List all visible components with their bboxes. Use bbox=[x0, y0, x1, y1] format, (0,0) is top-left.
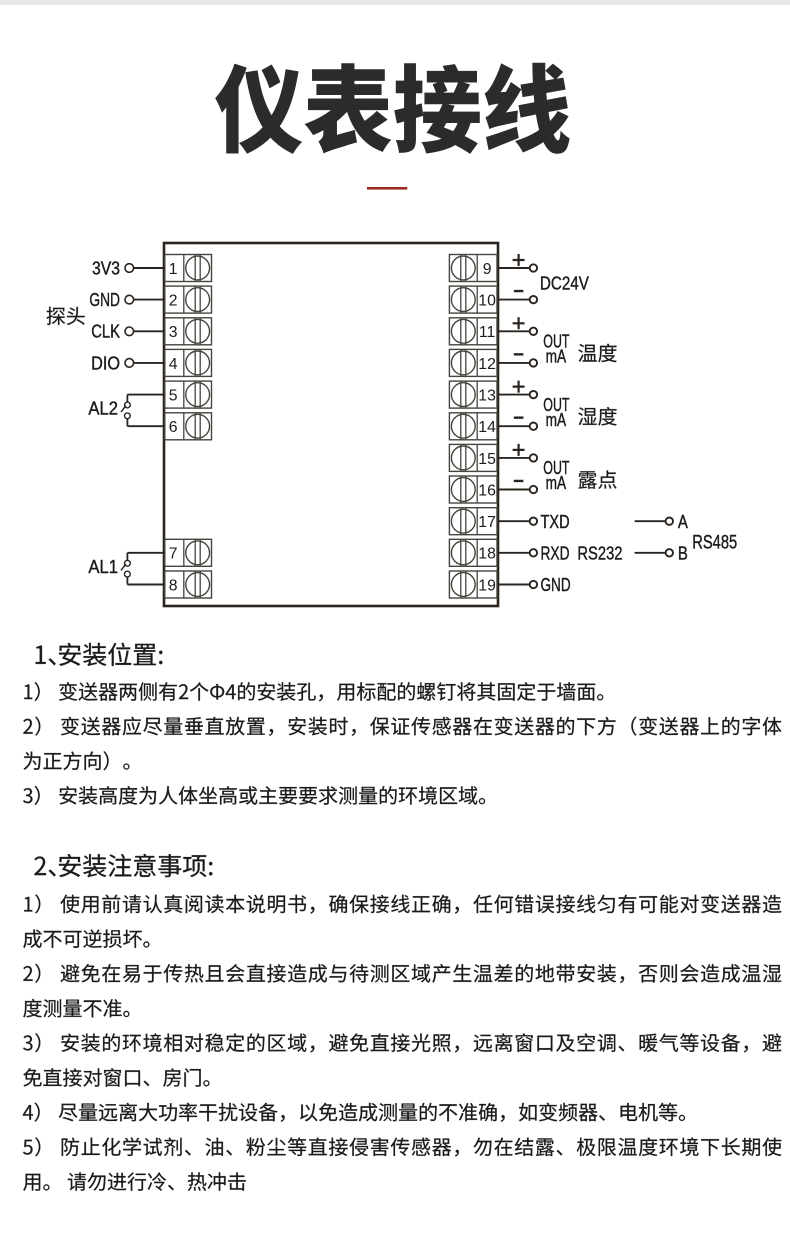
svg-text:16: 16 bbox=[478, 482, 496, 499]
svg-text:15: 15 bbox=[478, 451, 496, 468]
svg-text:18: 18 bbox=[478, 546, 496, 563]
svg-text:GND: GND bbox=[541, 575, 571, 595]
svg-text:5: 5 bbox=[169, 388, 178, 405]
svg-text:6: 6 bbox=[169, 419, 178, 436]
svg-text:3: 3 bbox=[169, 324, 178, 341]
svg-text:10: 10 bbox=[478, 293, 496, 310]
svg-text:TXD: TXD bbox=[541, 512, 570, 532]
svg-text:1: 1 bbox=[169, 261, 178, 278]
svg-text:3V3: 3V3 bbox=[92, 258, 120, 278]
svg-text:2: 2 bbox=[169, 293, 178, 310]
svg-text:AL2: AL2 bbox=[88, 399, 118, 419]
svg-text:A: A bbox=[678, 512, 688, 532]
svg-text:4: 4 bbox=[169, 356, 178, 373]
svg-text:mA: mA bbox=[546, 347, 567, 367]
svg-text:12: 12 bbox=[478, 356, 496, 373]
svg-text:mA: mA bbox=[546, 473, 567, 493]
svg-text:mA: mA bbox=[546, 410, 567, 430]
svg-text:7: 7 bbox=[169, 546, 178, 563]
svg-text:CLK: CLK bbox=[91, 322, 120, 342]
svg-text:RS232: RS232 bbox=[577, 543, 622, 563]
svg-text:OUT: OUT bbox=[543, 395, 569, 415]
svg-text:RS485: RS485 bbox=[692, 533, 737, 554]
svg-text:9: 9 bbox=[483, 261, 492, 278]
svg-text:17: 17 bbox=[478, 514, 496, 531]
svg-text:RXD: RXD bbox=[541, 543, 570, 563]
svg-text:OUT: OUT bbox=[543, 458, 569, 478]
svg-text:19: 19 bbox=[478, 577, 496, 594]
svg-text:DC24V: DC24V bbox=[540, 273, 589, 293]
svg-text:DIO: DIO bbox=[91, 353, 120, 373]
svg-text:B: B bbox=[678, 543, 688, 563]
svg-text:13: 13 bbox=[478, 388, 496, 405]
svg-text:14: 14 bbox=[478, 419, 496, 436]
svg-text:OUT: OUT bbox=[543, 332, 569, 352]
svg-text:AL1: AL1 bbox=[88, 557, 118, 577]
svg-text:8: 8 bbox=[169, 577, 178, 594]
svg-text:GND: GND bbox=[89, 290, 120, 310]
svg-text:11: 11 bbox=[479, 324, 496, 341]
